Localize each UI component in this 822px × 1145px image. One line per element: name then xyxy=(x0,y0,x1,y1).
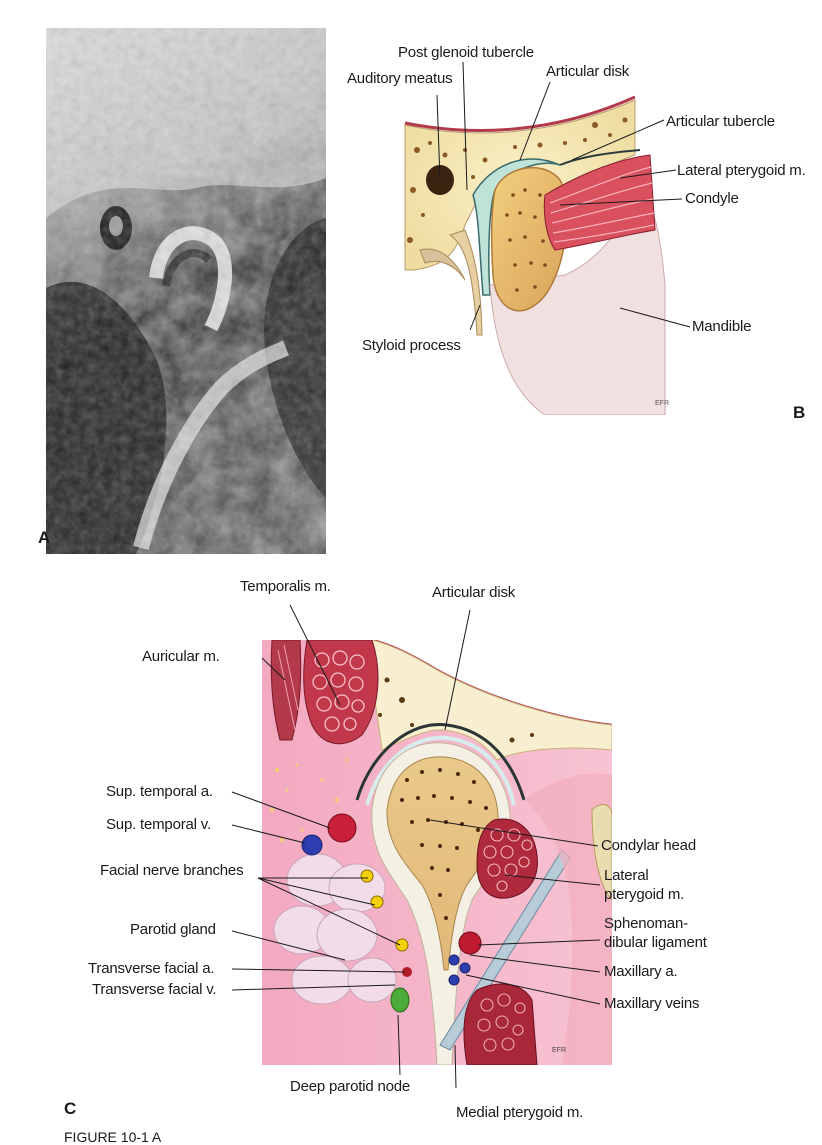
label-maxillary-artery: Maxillary a. xyxy=(604,963,677,980)
label-transverse-facial-vein: Transverse facial v. xyxy=(92,981,216,998)
figure-caption: FIGURE 10-1 A xyxy=(64,1129,161,1145)
label-temporalis: Temporalis m. xyxy=(240,578,331,595)
label-sphenomandibular-line1: Sphenoman- xyxy=(604,915,688,932)
label-articular-disk-c: Articular disk xyxy=(432,584,515,601)
label-maxillary-veins: Maxillary veins xyxy=(604,995,699,1012)
label-condylar-head: Condylar head xyxy=(601,837,696,854)
label-parotid-gland: Parotid gland xyxy=(130,921,216,938)
label-deep-parotid-node: Deep parotid node xyxy=(290,1078,410,1095)
label-medial-pterygoid: Medial pterygoid m. xyxy=(456,1104,583,1121)
label-sup-temporal-artery: Sup. temporal a. xyxy=(106,783,213,800)
label-lateral-pterygoid-c-line2: pterygoid m. xyxy=(604,886,684,903)
label-sup-temporal-vein: Sup. temporal v. xyxy=(106,816,211,833)
label-auricular-muscle: Auricular m. xyxy=(142,648,220,665)
label-transverse-facial-artery: Transverse facial a. xyxy=(88,960,214,977)
panel-letter-c: C xyxy=(64,1099,76,1119)
label-sphenomandibular-line2: dibular ligament xyxy=(604,934,707,951)
label-facial-nerve-branches: Facial nerve branches xyxy=(100,862,243,879)
label-lateral-pterygoid-c-line1: Lateral xyxy=(604,867,648,884)
